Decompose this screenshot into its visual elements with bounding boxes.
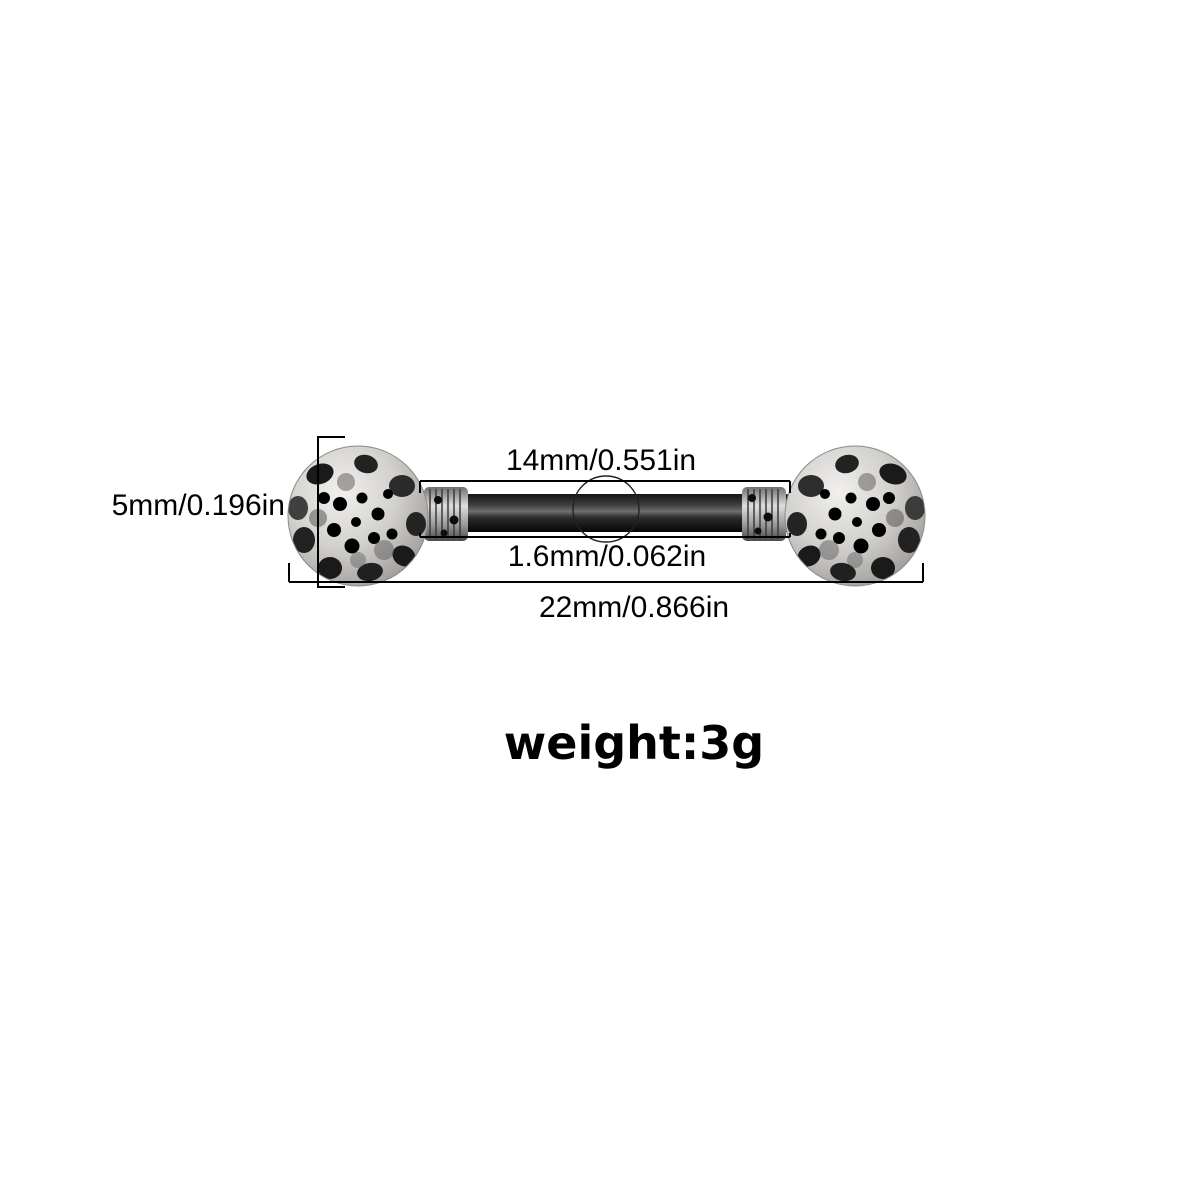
weight-label: weight:3g — [503, 716, 765, 770]
dimension-line-bar-thickness — [419, 533, 791, 538]
barbell-bar — [420, 494, 790, 532]
bar-thickness-label: 1.6mm/0.062in — [507, 540, 707, 573]
left-ball — [287, 445, 429, 587]
right-thread-crown — [742, 487, 786, 541]
left-thread-crown — [424, 487, 468, 541]
dimension-bracket-ball-diameter — [317, 436, 345, 588]
ball-diameter-label: 5mm/0.196in — [111, 489, 285, 522]
dimension-line-total-length — [288, 563, 924, 583]
bar-length-label: 14mm/0.551in — [505, 444, 697, 477]
right-ball — [784, 445, 926, 587]
total-length-label: 22mm/0.866in — [538, 591, 730, 624]
bar-gauge-callout-circle — [572, 475, 640, 543]
dimension-line-bar-length — [419, 480, 791, 493]
